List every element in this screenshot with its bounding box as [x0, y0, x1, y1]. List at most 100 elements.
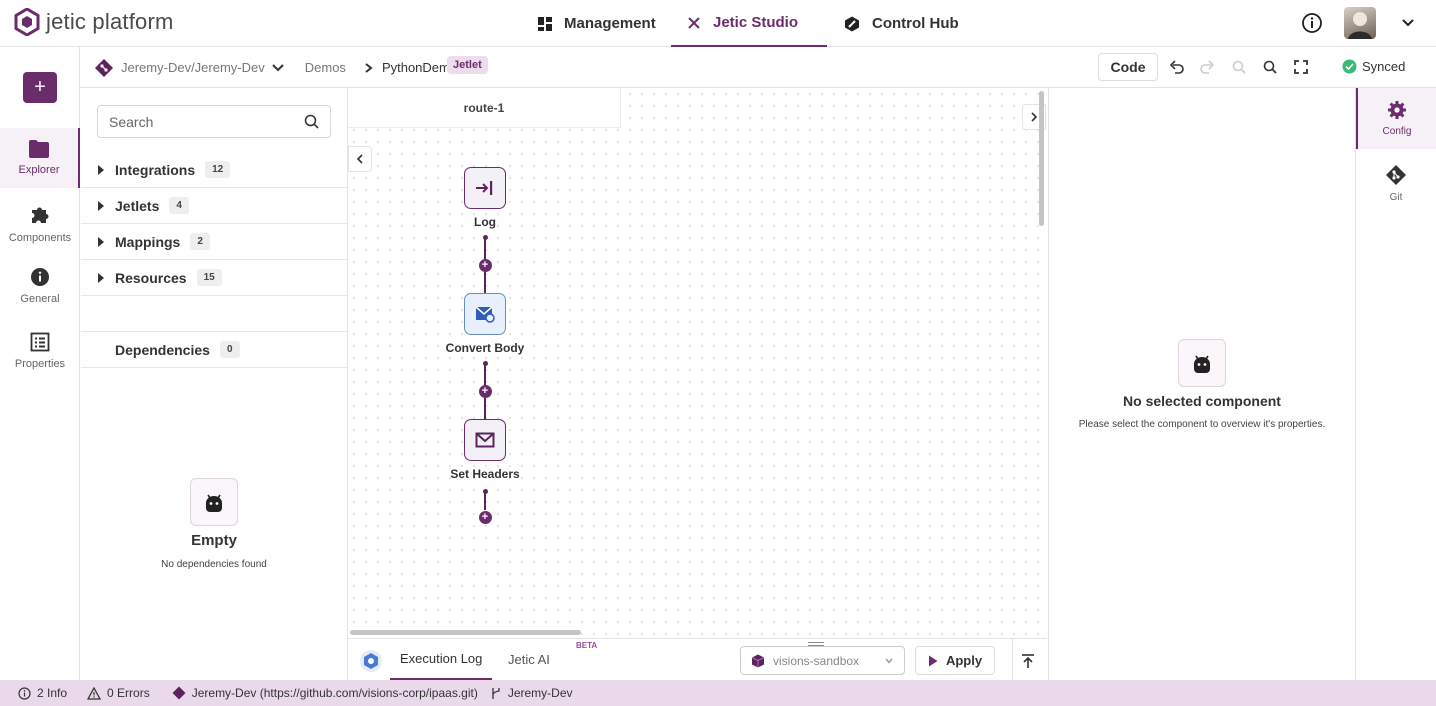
brand-name: jetic platform — [46, 9, 174, 34]
synced-icon — [1342, 59, 1357, 74]
brand-logo[interactable]: jetic platform — [14, 8, 174, 36]
right-rail-config[interactable]: Config — [1356, 88, 1436, 149]
user-avatar-icon — [1348, 12, 1372, 39]
expand-bottom-panel-button[interactable] — [1020, 653, 1036, 669]
route-node-label: Convert Body — [445, 341, 525, 355]
top-bar: jetic platform Management Jetic Studio C… — [0, 0, 1436, 47]
git-repo-icon — [95, 58, 113, 77]
search-zoom-icon — [1263, 60, 1277, 74]
route-node-convert-body[interactable] — [464, 293, 506, 335]
info-button[interactable] — [1301, 12, 1323, 34]
avatar[interactable] — [1344, 7, 1376, 39]
zoom-in-button[interactable] — [1262, 59, 1278, 75]
caret-right-icon — [98, 200, 104, 211]
account-menu-button[interactable] — [1400, 15, 1416, 31]
rail-item-components[interactable]: Components — [0, 193, 80, 255]
apply-label: Apply — [945, 653, 983, 668]
folder-icon — [29, 140, 49, 158]
dashboard-icon — [538, 16, 552, 31]
route-header[interactable]: route-1 — [348, 88, 621, 128]
route-node-set-headers[interactable] — [464, 419, 506, 461]
rail-item-label: Explorer — [18, 164, 60, 176]
rail-item-general[interactable]: General — [0, 255, 80, 317]
empty-state-illustration — [1178, 339, 1226, 387]
status-repo-label: Jeremy-Dev (https://github.com/visions-c… — [191, 686, 478, 700]
undo-button[interactable] — [1169, 59, 1185, 75]
control-hub-icon — [845, 16, 859, 31]
tree-section-count: 2 — [190, 233, 210, 250]
status-info[interactable]: 2 Info — [18, 686, 67, 700]
vertical-scrollbar[interactable] — [1039, 91, 1044, 226]
right-rail-label: Git — [1389, 191, 1403, 203]
git-icon — [1386, 164, 1406, 185]
breadcrumb-repo[interactable]: Jeremy-Dev/Jeremy-Dev — [121, 60, 265, 75]
environment-select[interactable]: visions-sandbox — [740, 646, 905, 675]
dependencies-header[interactable]: Dependencies 0 — [81, 332, 347, 368]
explorer-panel: Search Integrations 12 Jetlets 4 Mapping… — [81, 88, 348, 680]
connector-dot — [482, 361, 488, 366]
tree-section-mappings[interactable]: Mappings 2 — [81, 224, 347, 260]
right-rail-git[interactable]: Git — [1356, 158, 1436, 208]
status-errors[interactable]: 0 Errors — [87, 686, 150, 700]
nav-tab-jetic-studio[interactable]: Jetic Studio — [671, 0, 827, 47]
nav-tab-control-hub[interactable]: Control Hub — [828, 0, 975, 47]
redo-button[interactable] — [1199, 59, 1215, 75]
gear-icon — [1388, 101, 1406, 119]
status-branch[interactable]: Jeremy-Dev — [490, 686, 573, 700]
chevron-down-icon[interactable] — [271, 61, 285, 75]
status-info-label: 2 Info — [37, 686, 68, 700]
tree-section-integrations[interactable]: Integrations 12 — [81, 152, 347, 188]
resize-handle[interactable] — [808, 642, 824, 646]
rail-item-properties[interactable]: Properties — [0, 320, 80, 382]
nav-tab-management[interactable]: Management — [522, 0, 672, 47]
search-input[interactable]: Search — [109, 113, 154, 130]
route-node-log[interactable] — [464, 167, 506, 209]
connector-line — [484, 492, 486, 510]
add-step-button[interactable]: + — [478, 385, 492, 398]
warning-icon — [87, 686, 102, 700]
details-panel: No selected component Please select the … — [1048, 88, 1355, 680]
status-repo[interactable]: Jeremy-Dev (https://github.com/visions-c… — [172, 686, 478, 700]
details-empty-title: No selected component — [1123, 393, 1281, 409]
collapse-explorer-button[interactable] — [348, 146, 372, 172]
breadcrumb-bar: Jeremy-Dev/Jeremy-Dev Demos PythonDemo J… — [80, 47, 1436, 88]
tree-section-jetlets[interactable]: Jetlets 4 — [81, 188, 347, 224]
info-icon — [18, 686, 31, 700]
add-button[interactable]: + — [23, 72, 57, 103]
add-step-button[interactable]: + — [478, 511, 492, 524]
zoom-out-button[interactable] — [1231, 59, 1247, 75]
fullscreen-button[interactable] — [1293, 59, 1309, 75]
horizontal-scrollbar[interactable] — [350, 630, 581, 635]
route-canvas[interactable]: route-1 Log + Convert Body + Set Headers… — [348, 88, 1047, 636]
breadcrumb-item: PythonDemo — [381, 60, 458, 75]
code-button[interactable]: Code — [1098, 53, 1158, 81]
tree-section-resources[interactable]: Resources 15 — [81, 260, 347, 296]
bot-icon — [1194, 355, 1210, 373]
log-icon — [476, 181, 493, 195]
gcp-logo — [359, 649, 383, 673]
jetic-logo-icon — [14, 8, 40, 36]
tree-section-label: Mappings — [115, 233, 181, 250]
undo-icon — [1169, 60, 1184, 74]
zoom-out-icon — [1232, 60, 1246, 74]
chevron-right-icon — [1031, 112, 1038, 122]
apply-button[interactable]: Apply — [915, 646, 995, 675]
tab-execution-log[interactable]: Execution Log — [390, 639, 493, 680]
empty-state-subtitle: No dependencies found — [161, 559, 267, 570]
breadcrumb-folder[interactable]: Demos — [304, 60, 346, 75]
search-field[interactable]: Search — [97, 105, 331, 138]
nav-tab-label: Management — [564, 15, 656, 32]
add-step-button[interactable]: + — [478, 259, 492, 272]
convert-body-icon — [475, 306, 495, 323]
sync-status: Synced — [1342, 59, 1405, 74]
right-rail-label: Config — [1382, 126, 1412, 137]
nav-tab-label: Control Hub — [872, 15, 959, 32]
fullscreen-icon — [1294, 60, 1308, 74]
info-icon — [1302, 13, 1322, 33]
tools-icon — [688, 16, 700, 29]
rail-item-explorer[interactable]: Explorer — [0, 128, 80, 188]
tree-section-label: Integrations — [115, 161, 196, 178]
rail-item-label: General — [20, 293, 60, 305]
connector-dot — [482, 489, 488, 494]
tab-jetic-ai[interactable]: Jetic AI — [508, 652, 550, 667]
